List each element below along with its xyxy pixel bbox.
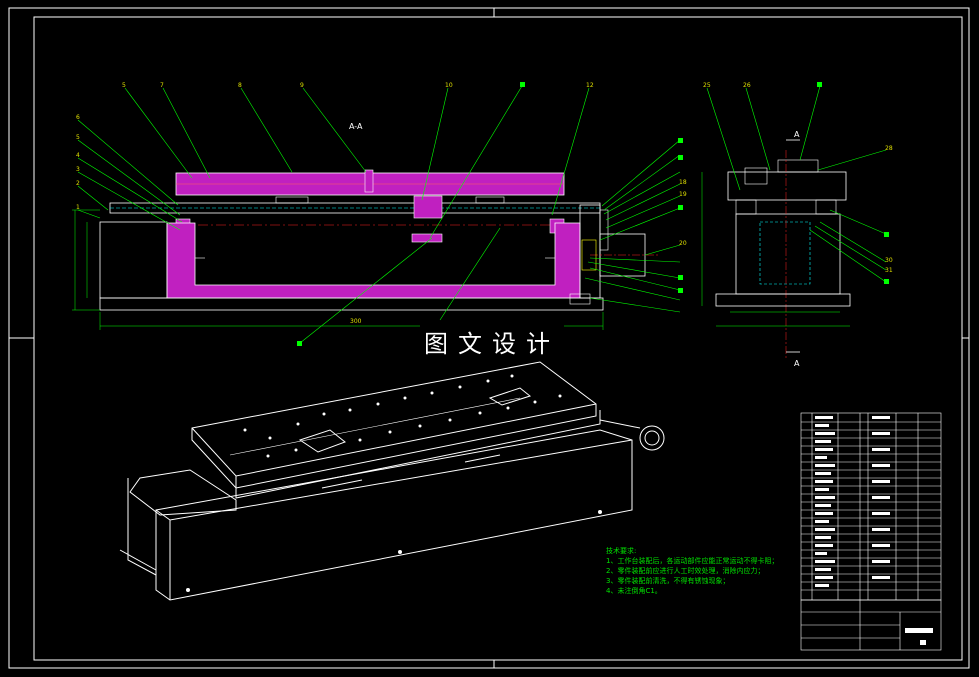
- iso-base: [155, 429, 633, 601]
- svg-text:3: 3: [76, 166, 80, 173]
- base-section: [166, 222, 581, 299]
- tech-req-item: 1、工作台装配后，各运动部件应能正常运动不得卡阻；: [606, 557, 779, 565]
- dimension-lines: [72, 209, 604, 330]
- parts-list-text-marks: [815, 416, 933, 645]
- svg-text:5: 5: [76, 134, 80, 141]
- bottom-plate: [99, 297, 604, 311]
- leader-lines-top: [77, 85, 681, 344]
- section-label-top: A-A: [349, 122, 363, 131]
- svg-text:4: 4: [76, 152, 80, 159]
- side-section-view: A A 25 26 28 30 31: [701, 82, 893, 368]
- nut-block: [413, 195, 443, 219]
- svg-text:7: 7: [160, 82, 164, 89]
- technical-requirements: 技术要求: 1、工作台装配后，各运动部件应能正常运动不得卡阻； 2、零件装配前应…: [606, 546, 778, 596]
- svg-text:18: 18: [679, 179, 687, 186]
- svg-text:20: 20: [679, 240, 687, 247]
- svg-text:8: 8: [238, 82, 242, 89]
- svg-text:9: 9: [300, 82, 304, 89]
- front-section-view: 300 A-A: [72, 82, 687, 346]
- section-arrows: [786, 139, 800, 353]
- svg-text:10: 10: [445, 82, 453, 89]
- parts-list-table: [800, 412, 942, 651]
- tech-req-item: 3、零件装配前清洗，不得有锈蚀现象；: [606, 577, 730, 585]
- svg-text:19: 19: [679, 191, 687, 198]
- tech-req-item: 2、零件装配前应进行人工时效处理，消除内应力；: [606, 567, 765, 575]
- svg-text:26: 26: [743, 82, 751, 89]
- tech-req-title: 技术要求:: [606, 547, 637, 555]
- motor-hidden: [759, 221, 811, 285]
- section-label-side-bottom: A: [794, 359, 800, 368]
- leader-lines-side: [706, 85, 887, 283]
- svg-text:25: 25: [703, 82, 711, 89]
- watermark-text: 图文设计: [420, 324, 564, 359]
- left-support: [99, 221, 168, 299]
- part-labels-side: 25 26 28 30 31: [703, 82, 893, 274]
- svg-text:6: 6: [76, 114, 80, 121]
- svg-text:31: 31: [885, 267, 893, 274]
- svg-text:5: 5: [122, 82, 126, 89]
- iso-holes: [186, 374, 602, 592]
- svg-text:300: 300: [350, 318, 362, 325]
- iso-carriage-left: [129, 469, 237, 516]
- svg-text:2: 2: [76, 180, 80, 187]
- svg-text:1: 1: [76, 204, 80, 211]
- svg-text:12: 12: [586, 82, 594, 89]
- part-labels-front: 5 7 8 9 10 12 6 5 4 3 2 1 18 19 20: [76, 82, 687, 247]
- isometric-view: [119, 361, 665, 601]
- svg-text:28: 28: [885, 145, 893, 152]
- section-label-side-top: A: [794, 130, 800, 139]
- zone-ticks: [9, 8, 969, 668]
- side-table: [727, 171, 847, 201]
- leader-markers: [297, 82, 683, 346]
- svg-text:30: 30: [885, 257, 893, 264]
- iso-table: [191, 361, 597, 489]
- iso-motor: [639, 425, 665, 451]
- tech-req-item: 4、未注倒角C1。: [606, 587, 662, 595]
